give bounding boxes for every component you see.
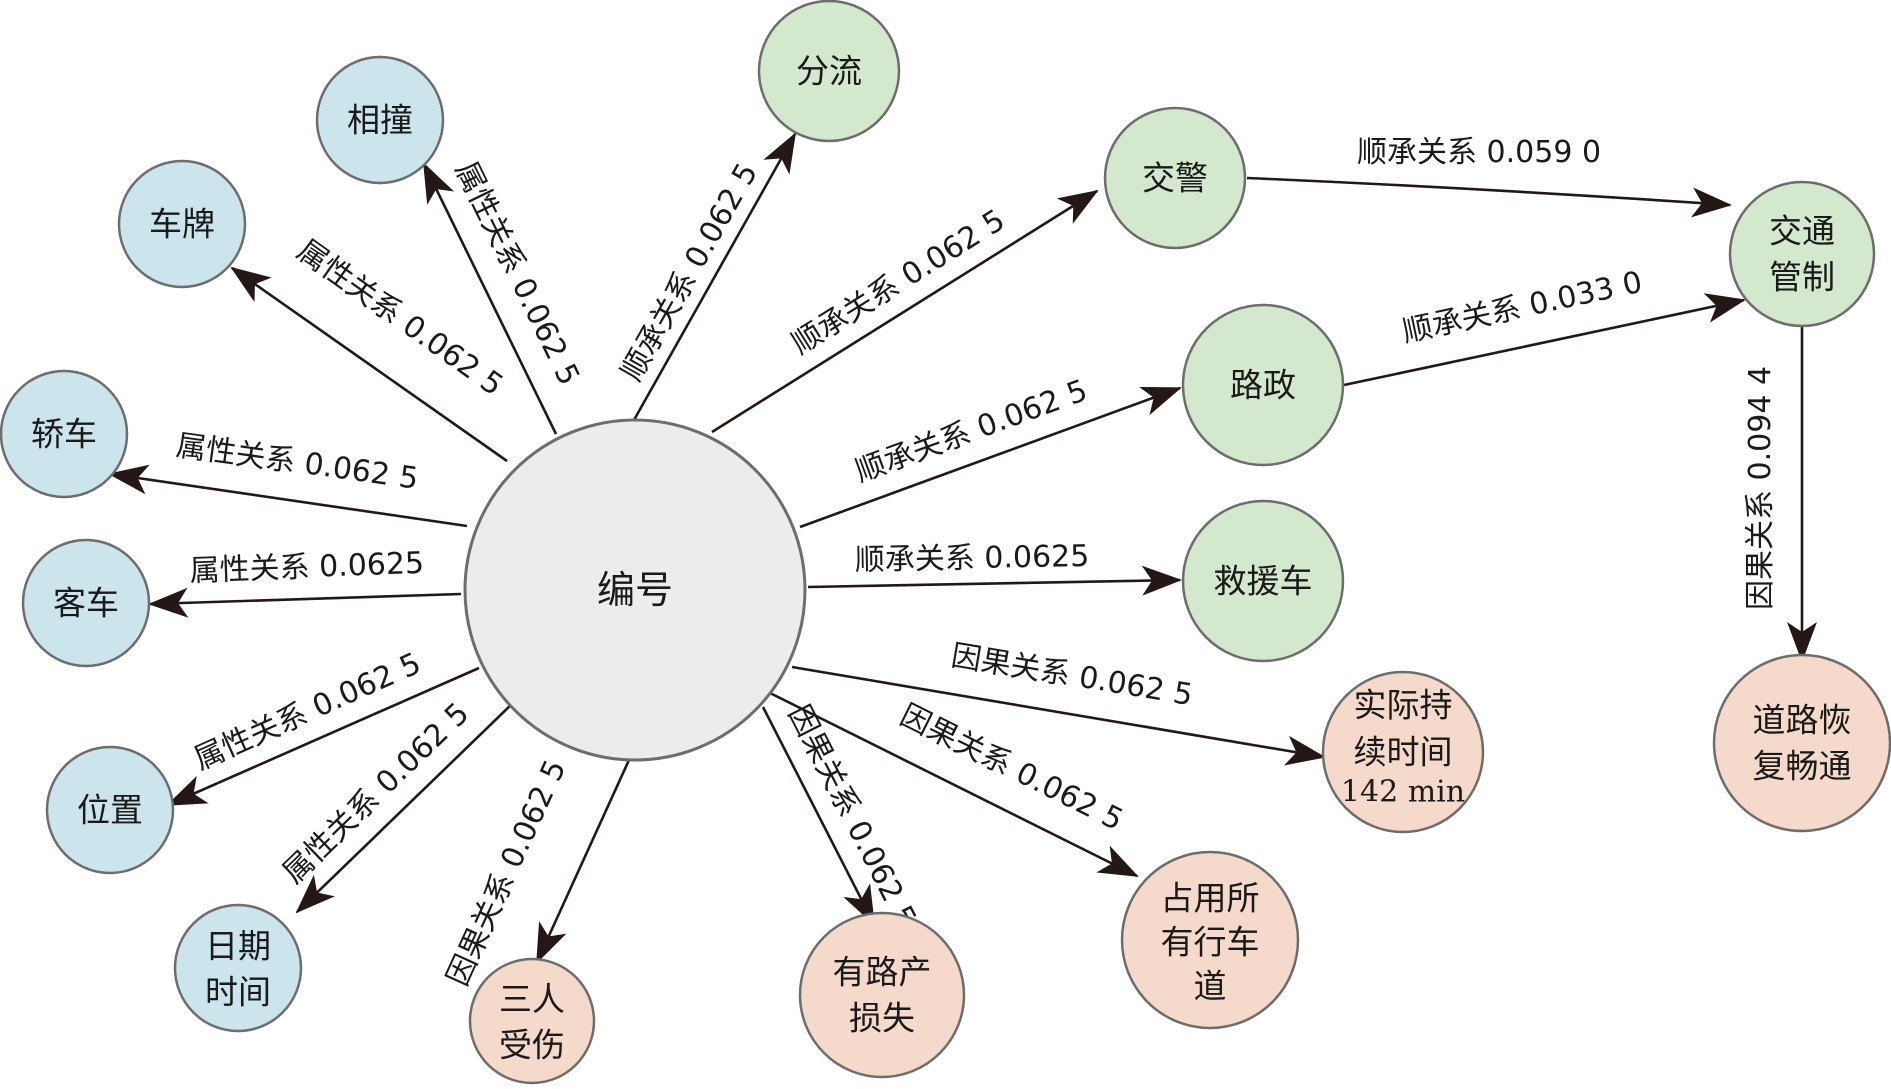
edge-center-jiuyuanche	[807, 565, 1182, 596]
node-fenliu-label: 分流	[796, 52, 862, 91]
node-center: 编号	[463, 418, 807, 762]
edge-center-chepai	[230, 266, 508, 463]
edge-label-jiaojing-jiaotong: 顺承关系 0.059 0	[1357, 135, 1601, 170]
node-shoushang: 三人 受伤	[468, 957, 596, 1085]
node-lusun: 有路产 损失	[798, 911, 966, 1079]
node-chixu-label-3: 142 min	[1341, 775, 1465, 810]
node-jiuyuanche: 救援车	[1181, 499, 1345, 663]
edge-label-luzheng: 顺承关系 0.062 5	[851, 373, 1092, 489]
edge-center-weizhi	[166, 666, 480, 807]
edge-center-riqi	[295, 702, 514, 914]
edge-label-shoushang: 因果关系 0.062 5	[440, 755, 573, 992]
node-keche: 客车	[21, 538, 151, 668]
node-jiaojing: 交警	[1103, 106, 1247, 250]
edge-label-jiaotong-huifu: 因果关系 0.094 4	[1743, 366, 1778, 610]
node-luzheng: 路政	[1181, 303, 1345, 467]
node-jiuyuanche-label: 救援车	[1214, 562, 1313, 601]
node-center-label: 编号	[597, 568, 673, 612]
edge-label-keche: 属性关系 0.0625	[189, 546, 425, 589]
edge-center-chixu	[791, 665, 1326, 766]
node-luzheng-label: 路政	[1230, 366, 1296, 405]
node-shoushang-label-1: 三人	[499, 980, 565, 1019]
edge-center-shoushang	[535, 759, 631, 964]
edge-label-jiaoche: 属性关系 0.062 5	[174, 428, 421, 497]
edge-labels: 属性关系 0.062 5 属性关系 0.062 5 属性关系 0.062 5 属…	[174, 135, 1778, 991]
node-fenliu: 分流	[757, 0, 901, 143]
node-lusun-label-2: 损失	[849, 999, 915, 1038]
node-lusun-label-1: 有路产	[833, 953, 932, 992]
edge-label-luzheng-jiaotong: 顺承关系 0.033 0	[1399, 265, 1645, 350]
edges	[108, 132, 1817, 964]
node-zhanyong-label-1: 占用所	[1161, 879, 1260, 918]
node-huifu-label-2: 复畅通	[1753, 747, 1852, 786]
node-huifu: 道路恢 复畅通	[1712, 653, 1891, 833]
edge-label-jiaojing: 顺承关系 0.062 5	[786, 203, 1012, 362]
node-chepai-label: 车牌	[149, 205, 215, 244]
node-weizhi: 位置	[45, 745, 175, 875]
node-jiaoche-label: 轿车	[31, 415, 97, 454]
node-zhanyong-label-3: 道	[1194, 967, 1227, 1006]
edge-jiaojing-jiaotong	[1246, 176, 1732, 218]
node-xiangzhuang: 相撞	[315, 55, 445, 185]
node-zhanyong: 占用所 有行车 道	[1120, 850, 1300, 1030]
edge-luzheng-jiaotong	[1343, 293, 1746, 387]
edge-label-fenliu: 顺承关系 0.062 5	[615, 157, 766, 387]
node-riqi: 日期 时间	[173, 903, 303, 1033]
node-riqi-label-1: 日期	[205, 927, 271, 966]
node-chixu-label-2: 续时间	[1354, 733, 1453, 772]
edge-center-luzheng	[799, 386, 1182, 529]
node-jiaojing-label: 交警	[1142, 159, 1208, 198]
edge-center-zhanyong	[769, 691, 1139, 878]
edge-label-jiuyuanche: 顺承关系 0.0625	[855, 539, 1090, 578]
node-zhanyong-label-2: 有行车	[1161, 923, 1260, 962]
node-chepai: 车牌	[117, 159, 247, 289]
edge-center-jiaoche	[108, 464, 468, 528]
node-keche-label: 客车	[53, 584, 119, 623]
edge-center-keche	[148, 587, 462, 618]
edge-center-fenliu	[632, 132, 797, 421]
node-jiaotong-label-1: 交通	[1769, 212, 1835, 251]
edge-label-chixu: 因果关系 0.062 5	[949, 638, 1195, 713]
edge-center-xiangzhuang	[422, 162, 558, 435]
node-jiaoche: 轿车	[0, 369, 129, 499]
node-weizhi-label: 位置	[77, 791, 143, 830]
node-huifu-label-1: 道路恢	[1753, 701, 1852, 740]
node-xiangzhuang-label: 相撞	[347, 101, 413, 140]
node-jiaotong: 交通 管制	[1728, 180, 1876, 328]
node-chixu-label-1: 实际持	[1354, 686, 1453, 725]
edge-center-lusun	[761, 706, 876, 926]
edge-label-chepai: 属性关系 0.062 5	[290, 233, 509, 403]
node-riqi-label-2: 时间	[205, 973, 271, 1012]
node-chixu: 实际持 续时间 142 min	[1321, 670, 1485, 834]
edge-center-jiaojing	[711, 189, 1099, 434]
node-shoushang-label-2: 受伤	[499, 1026, 565, 1065]
node-jiaotong-label-2: 管制	[1769, 258, 1835, 297]
